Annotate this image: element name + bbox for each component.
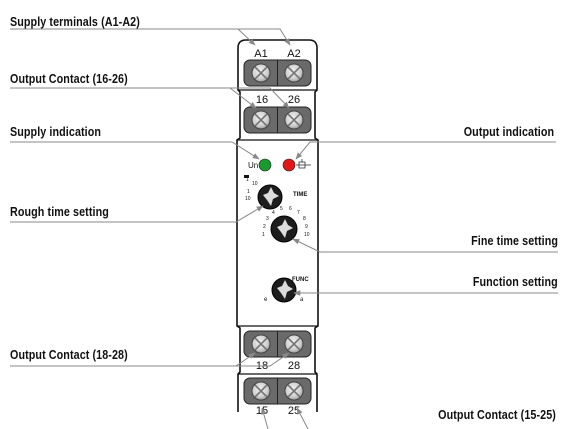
screw-18[interactable] — [251, 334, 271, 354]
label-rough-time-setting: Rough time setting — [10, 205, 109, 219]
supply-led — [258, 158, 272, 172]
callout-lines — [10, 28, 558, 429]
terminal-label-a2: A2 — [287, 48, 300, 60]
rough-scale: 1 10 1 10 — [245, 177, 258, 202]
svg-text:9: 9 — [305, 224, 308, 230]
fine-scale: 1 2 3 4 5 6 7 8 9 10 — [262, 206, 310, 238]
label-output-contact-18-28: Output Contact (18-28) — [10, 348, 128, 362]
screw-a2[interactable] — [284, 63, 304, 83]
un-label: Un — [248, 161, 258, 170]
svg-text:10: 10 — [252, 181, 258, 187]
svg-text:5: 5 — [280, 206, 283, 212]
svg-text:7: 7 — [297, 210, 300, 216]
func-scale-a: a — [300, 297, 304, 303]
fine-time-knob[interactable]: 1 2 3 4 5 6 7 8 9 10 — [262, 206, 310, 243]
label-function-setting: Function setting — [473, 275, 558, 289]
svg-text:8: 8 — [303, 216, 306, 222]
svg-text:2: 2 — [263, 224, 266, 230]
relay-body — [236, 39, 319, 412]
terminal-label-a1: A1 — [254, 48, 267, 60]
terminal-label-26: 26 — [288, 94, 300, 106]
label-output-indication: Output indication — [463, 125, 554, 139]
label-fine-time-setting: Fine time setting — [471, 234, 558, 248]
label-supply-terminals: Supply terminals (A1-A2) — [10, 15, 140, 29]
terminal-block-a1-a2: A1 A2 — [243, 48, 312, 87]
func-scale-e: e — [264, 297, 268, 303]
svg-text:1: 1 — [247, 189, 250, 195]
label-supply-indication: Supply indication — [10, 125, 102, 139]
terminal-label-15: 15 — [256, 405, 268, 417]
output-led — [282, 158, 296, 172]
svg-text:10: 10 — [304, 232, 310, 238]
screw-28[interactable] — [284, 334, 304, 354]
svg-text:1: 1 — [262, 232, 265, 238]
terminal-block-16-26: 16 26 — [243, 94, 312, 134]
relay-symbol-icon — [296, 159, 311, 169]
function-knob[interactable]: FUNC e a — [264, 277, 309, 303]
screw-26[interactable] — [284, 110, 304, 130]
time-label: TIME — [293, 192, 307, 198]
screw-16[interactable] — [251, 110, 271, 130]
screw-a1[interactable] — [251, 63, 271, 83]
range-icon — [244, 175, 249, 178]
terminal-block-15-25: 15 25 — [243, 377, 312, 417]
rough-time-knob[interactable]: 1 10 1 10 TIME — [244, 175, 307, 210]
label-output-contact-16-26: Output Contact (16-26) — [10, 72, 128, 86]
func-label: FUNC — [292, 277, 309, 283]
terminal-block-18-28: 18 28 — [243, 330, 312, 372]
svg-text:6: 6 — [289, 206, 292, 212]
label-output-contact-15-25: Output Contact (15-25) — [438, 408, 556, 422]
svg-text:4: 4 — [272, 210, 275, 216]
screw-15[interactable] — [251, 381, 271, 401]
svg-text:10: 10 — [245, 196, 251, 202]
terminal-label-16: 16 — [256, 94, 268, 106]
screw-25[interactable] — [284, 381, 304, 401]
terminal-label-28: 28 — [288, 360, 300, 372]
svg-text:1: 1 — [246, 177, 249, 183]
svg-text:3: 3 — [266, 216, 269, 222]
